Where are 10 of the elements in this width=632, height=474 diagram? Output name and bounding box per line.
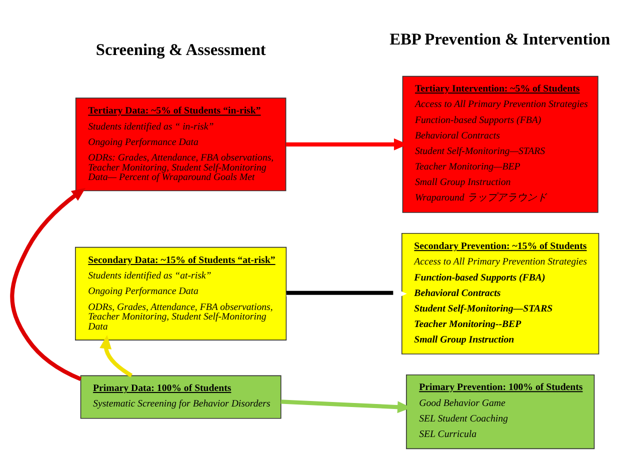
node-box: Secondary Data: ~15% of Students “at-risk” Students identified as “at-risk” Ongoing Performance Data ODRs, Grades, Attendance, FBA observations, Teacher Monitoring, Student Self-Monitoring Data xyxy=(75,246,287,340)
node-box: Primary Data: 100% of Students Systematic Screening for Behavior Disorders xyxy=(80,374,282,418)
arrow xyxy=(100,334,133,377)
node-box: Primary Prevention: 100% of Students Good Behavior Game SEL Student Coaching SEL Curricula xyxy=(406,374,595,449)
node-box: Secondary Prevention: ~15% of Students Access to All Primary Prevention Strategies Function-based Supports (FBA) Behavioral Contracts Student Self-Monitoring—STARS Teacher Monitoring--BEP Small Group Instruction xyxy=(401,232,600,354)
label: Screening & Assessment xyxy=(96,39,266,58)
node-box: Tertiary Data: ~5% of Students “in-risk” Students identified as “ in-risk” Ongoing Performance Data ODRs: Grades, Attendance, FBA observations, Teacher Monitoring, Student Self-Monitoring Data— Percent of Wraparound Goals Met xyxy=(75,97,286,191)
label: EBP Prevention & Intervention xyxy=(390,28,610,48)
arrow xyxy=(10,187,86,381)
node-box: Tertiary Intervention: ~5% of Students Access to All Primary Prevention Strategies Function-based Supports (FBA) Behavioral Contracts Student Self-Monitoring—STARS Teacher Monitoring—BEP Small Group Instruction Wraparound ラップアラウンド xyxy=(402,75,598,212)
